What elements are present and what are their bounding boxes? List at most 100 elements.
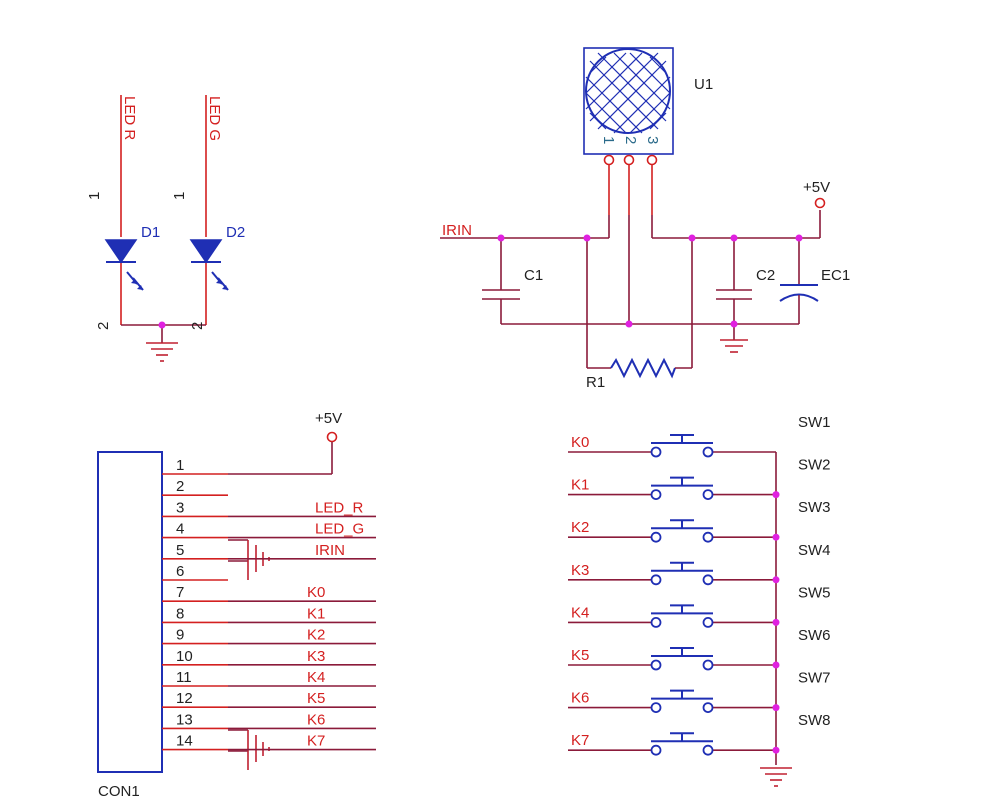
switch-row: K0 [568, 434, 776, 458]
switch-net-label: K5 [571, 647, 589, 664]
ir-supply-label: +5V [803, 179, 830, 196]
switch-net-label: K4 [571, 604, 589, 621]
capacitor-c1 [482, 238, 520, 324]
pushbutton-switch [650, 519, 714, 543]
switch-net-label: K3 [571, 562, 589, 579]
connector-pin-number: 4 [176, 521, 184, 538]
d1-pin-2: 2 [95, 322, 112, 330]
switch-row: K7 [568, 732, 780, 756]
connector-pin-number: 12 [176, 690, 193, 707]
switch-net-label: K1 [571, 477, 589, 494]
ground-symbol [146, 342, 178, 362]
pushbutton-switch [650, 604, 714, 628]
connector-net-label: K5 [307, 690, 325, 707]
c1-label: C1 [524, 267, 543, 284]
connector-net-label: K4 [307, 669, 325, 686]
switch-row: K6 [568, 689, 780, 713]
switch-row: K4 [568, 604, 780, 628]
junction-dot [688, 234, 696, 242]
d1-label: D1 [141, 224, 160, 241]
junction-dot [583, 234, 591, 242]
connector-supply-label: +5V [315, 410, 342, 427]
connector-pin-number: 1 [176, 457, 184, 474]
junction-dot [730, 234, 738, 242]
connector-pin-number: 6 [176, 563, 184, 580]
pushbutton-switch [650, 434, 714, 458]
junction-dot [772, 746, 780, 754]
switch-ref-label: SW3 [798, 499, 831, 516]
connector-pin-number: 11 [176, 669, 192, 686]
ground-symbol [720, 339, 748, 353]
connector-pin-number: 14 [176, 733, 193, 750]
u1-label: U1 [694, 76, 713, 93]
ground-symbol [228, 539, 270, 580]
capacitor-c2 [716, 238, 752, 340]
switch-net-label: K2 [571, 519, 589, 536]
junction-dot [772, 491, 780, 499]
d1-pin-1: 1 [86, 192, 103, 200]
connector-label: CON1 [98, 783, 140, 800]
c2-label: C2 [756, 267, 775, 284]
ground-symbol [760, 767, 792, 787]
u1-pin-3: 3 [644, 136, 661, 144]
net-label-irin: IRIN [442, 222, 472, 239]
net-label-led-r: LED R [121, 96, 138, 140]
resistor-r1 [586, 238, 693, 379]
connector-pin-number: 8 [176, 605, 184, 622]
switch-row: K2 [568, 519, 780, 543]
switch-ref-label: SW6 [798, 627, 831, 644]
led-d2 [189, 239, 229, 291]
d2-pin-2: 2 [189, 322, 206, 330]
connector-pin-number: 2 [176, 478, 184, 495]
ec1-label: EC1 [821, 267, 850, 284]
switch-ref-label: SW8 [798, 712, 831, 729]
connector-con1-body [97, 451, 163, 773]
u1-pin-1: 1 [600, 136, 617, 144]
r1-label: R1 [586, 374, 605, 391]
ir-section: U1 1 2 3 +5V C1 [440, 47, 850, 391]
connector-net-label: K7 [307, 733, 325, 750]
connector-net-label: IRIN [315, 542, 345, 559]
connector-net-label: LED_R [315, 499, 364, 516]
d2-pin-1: 1 [171, 192, 188, 200]
connector-pin-number: 5 [176, 542, 184, 559]
connector-pin-number: 3 [176, 499, 184, 516]
connector-pin-number: 9 [176, 627, 184, 644]
switch-row: K3 [568, 561, 780, 586]
switch-ref-label: SW2 [798, 457, 831, 474]
switch-net-label: K0 [571, 434, 589, 451]
pushbutton-switch [650, 732, 714, 756]
switch-net-label: K6 [571, 690, 589, 707]
junction-dot [772, 704, 780, 712]
junction-dot [795, 234, 803, 242]
junction-dot [625, 320, 633, 328]
connector-net-label: K6 [307, 711, 325, 728]
net-label-led-g: LED G [206, 96, 223, 141]
connector-net-label: K2 [307, 627, 325, 644]
led-section: LED R LED G D1 D2 1 2 1 2 [86, 95, 245, 362]
pushbutton-switch [650, 561, 714, 586]
switch-ref-label: SW1 [798, 414, 831, 431]
switch-ref-label: SW4 [798, 542, 831, 559]
led-d1 [104, 239, 144, 291]
switch-row: K5 [568, 647, 780, 671]
junction-dot [772, 661, 780, 669]
pushbutton-switch [650, 689, 714, 713]
electrolytic-capacitor-ec1 [779, 238, 819, 324]
switch-row: K1 [568, 476, 780, 501]
switch-net-label: K7 [571, 732, 589, 749]
switch-ref-label: SW5 [798, 584, 831, 601]
connector-net-label: LED_G [315, 521, 364, 538]
junction-dot [158, 321, 166, 329]
pushbutton-switch [650, 647, 714, 671]
junction-dot [772, 618, 780, 626]
junction-dot [772, 576, 780, 584]
switch-ref-label: SW7 [798, 670, 831, 687]
connector-pin-number: 13 [176, 711, 193, 728]
junction-dot [772, 533, 780, 541]
connector-net-label: K1 [307, 605, 325, 622]
